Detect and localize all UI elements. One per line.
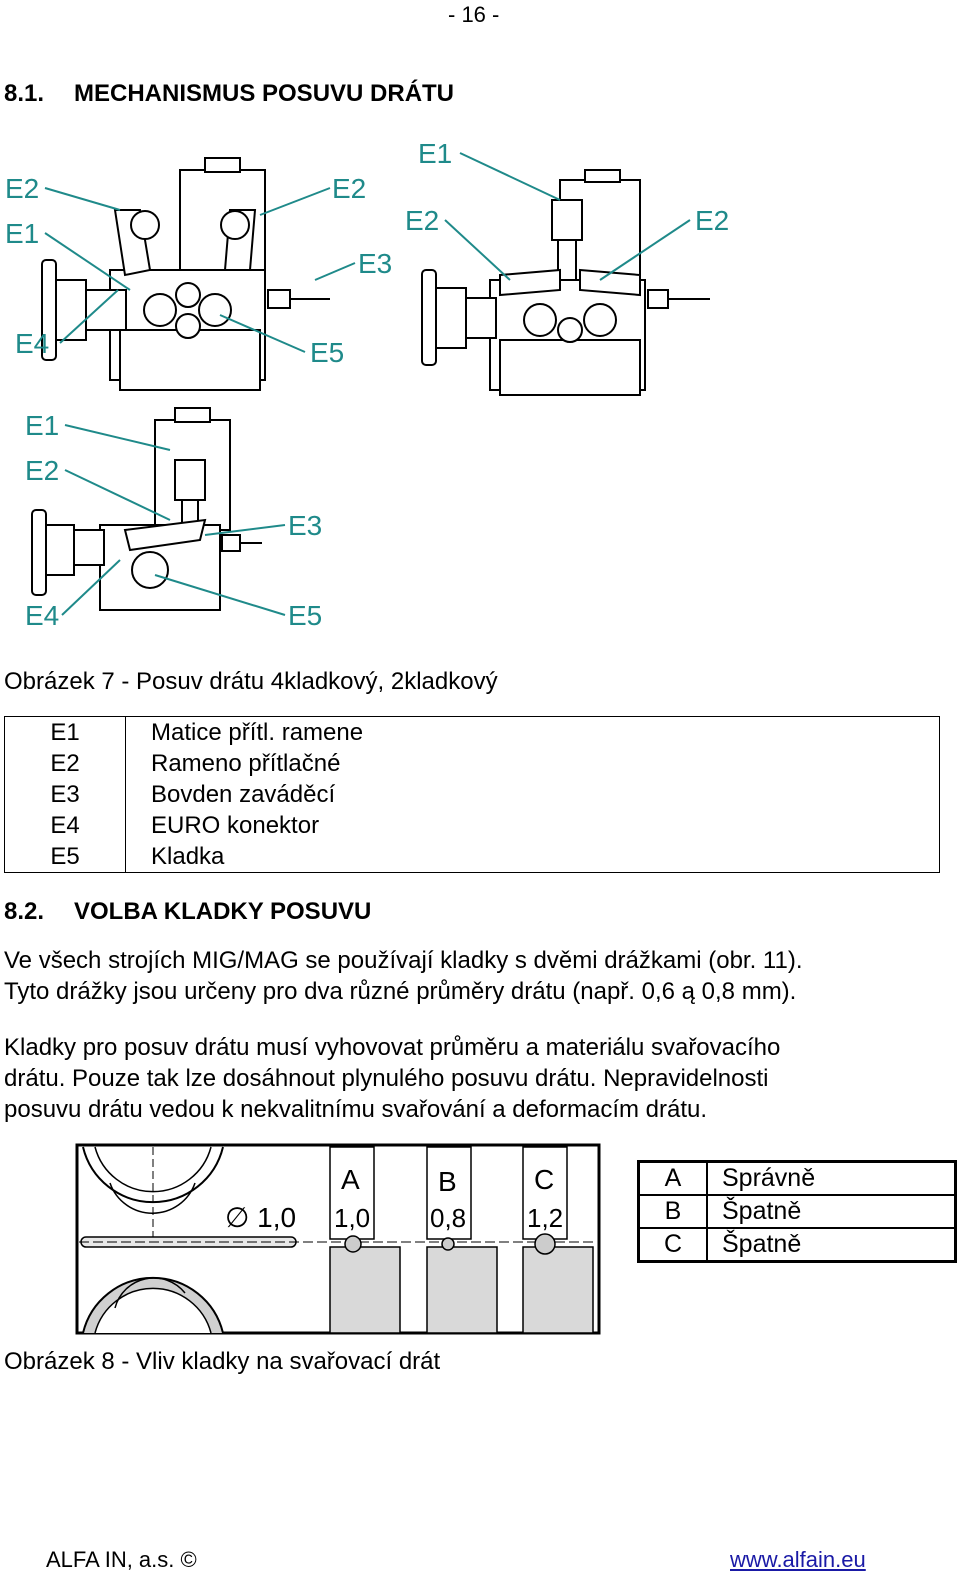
column-b-size: 0,8 <box>430 1203 466 1233</box>
paragraph-line: posuvu drátu vedou k nekvalitnímu svařov… <box>4 1096 708 1123</box>
callout-e2-right-b: E2 <box>695 205 729 236</box>
wire-diameter-label: ∅ 1,0 <box>225 1202 296 1233</box>
callout-e2-right-a: E2 <box>405 205 439 236</box>
result-desc: Špatně <box>722 1230 802 1258</box>
section-title-8-2: VOLBA KLADKY POSUVU <box>74 898 372 925</box>
legend-desc: Rameno přítlačné <box>125 748 940 779</box>
callout-e1-left: E1 <box>5 218 39 249</box>
result-code: A <box>638 1161 708 1196</box>
callout-e1-right: E1 <box>418 138 452 169</box>
result-code: B <box>638 1195 708 1229</box>
callout-e2-left: E2 <box>5 173 39 204</box>
callout-e4-bottom: E4 <box>25 600 59 631</box>
four-roll-feeder-drawing <box>41 157 330 391</box>
column-a-letter: A <box>341 1164 360 1195</box>
paragraph-line: Tyto drážky jsou určeny pro dva různé pr… <box>4 978 797 1005</box>
result-desc: Správně <box>707 1161 956 1196</box>
figure-8-caption: Obrázek 8 - Vliv kladky na svařovací drá… <box>4 1348 441 1375</box>
table-row: C Špatně <box>638 1228 956 1262</box>
roller-groove-diagram: ∅ 1,0 A B C 1,0 0,8 1,2 <box>75 1143 601 1335</box>
callout-e2-bottom: E2 <box>25 455 59 486</box>
legend-desc: Bovden zaváděcí <box>125 779 940 810</box>
figure-7-caption: Obrázek 7 - Posuv drátu 4kladkový, 2klad… <box>4 668 498 695</box>
column-b-letter: B <box>438 1166 457 1197</box>
callout-e3-bottom: E3 <box>288 510 322 541</box>
four-roll-feeder-drawing-right <box>421 169 710 396</box>
callout-e4-left: E4 <box>15 328 49 359</box>
paragraph-line: Kladky pro posuv drátu musí vyhovovat pr… <box>4 1034 781 1061</box>
callout-e2-mid: E2 <box>332 173 366 204</box>
page-number: - 16 - <box>448 2 500 27</box>
legend-desc: Kladka <box>125 841 940 873</box>
column-c-size: 1,2 <box>527 1203 563 1233</box>
legend-desc: EURO konektor <box>125 810 940 841</box>
paragraph-line: Ve všech strojích MIG/MAG se používají k… <box>4 947 803 974</box>
legend-code: E2 <box>4 748 126 779</box>
callout-e5-bottom: E5 <box>288 600 322 631</box>
result-code: C <box>638 1228 708 1262</box>
section-number-8-1: 8.1. <box>4 80 45 107</box>
legend-code: E4 <box>4 810 126 841</box>
footer-link[interactable]: www.alfain.eu <box>730 1547 866 1572</box>
legend-code: E1 <box>4 716 126 748</box>
two-roll-feeder-drawing <box>31 407 262 611</box>
section-title-8-1: MECHANISMUS POSUVU DRÁTU <box>74 80 455 107</box>
wire-feed-figure: E2 E1 E4 E2 E3 E5 E1 E2 E2 E1 E2 E3 E4 E… <box>5 138 729 631</box>
paragraph-line: drátu. Pouze tak lze dosáhnout plynulého… <box>4 1065 769 1092</box>
legend-code: E3 <box>4 779 126 810</box>
callout-e3-mid: E3 <box>358 248 392 279</box>
paragraph-2: Kladky pro posuv drátu musí vyhovovat pr… <box>4 1032 780 1125</box>
callout-lines <box>44 152 691 616</box>
footer-company: ALFA IN, a.s. © <box>46 1547 197 1572</box>
legend-code: E5 <box>4 841 126 873</box>
callout-e5-mid: E5 <box>310 337 344 368</box>
legend-desc: Matice přítl. ramene <box>125 716 940 748</box>
section-number-8-2: 8.2. <box>4 898 45 925</box>
paragraph-1: Ve všech strojích MIG/MAG se používají k… <box>4 945 803 1007</box>
column-c-letter: C <box>534 1164 554 1195</box>
column-a-size: 1,0 <box>334 1203 370 1233</box>
callout-labels: E2 E1 E4 E2 E3 E5 E1 E2 E2 E1 E2 E3 E4 E… <box>5 138 729 631</box>
result-desc: Špatně <box>707 1195 956 1229</box>
callout-e1-bottom: E1 <box>25 410 59 441</box>
